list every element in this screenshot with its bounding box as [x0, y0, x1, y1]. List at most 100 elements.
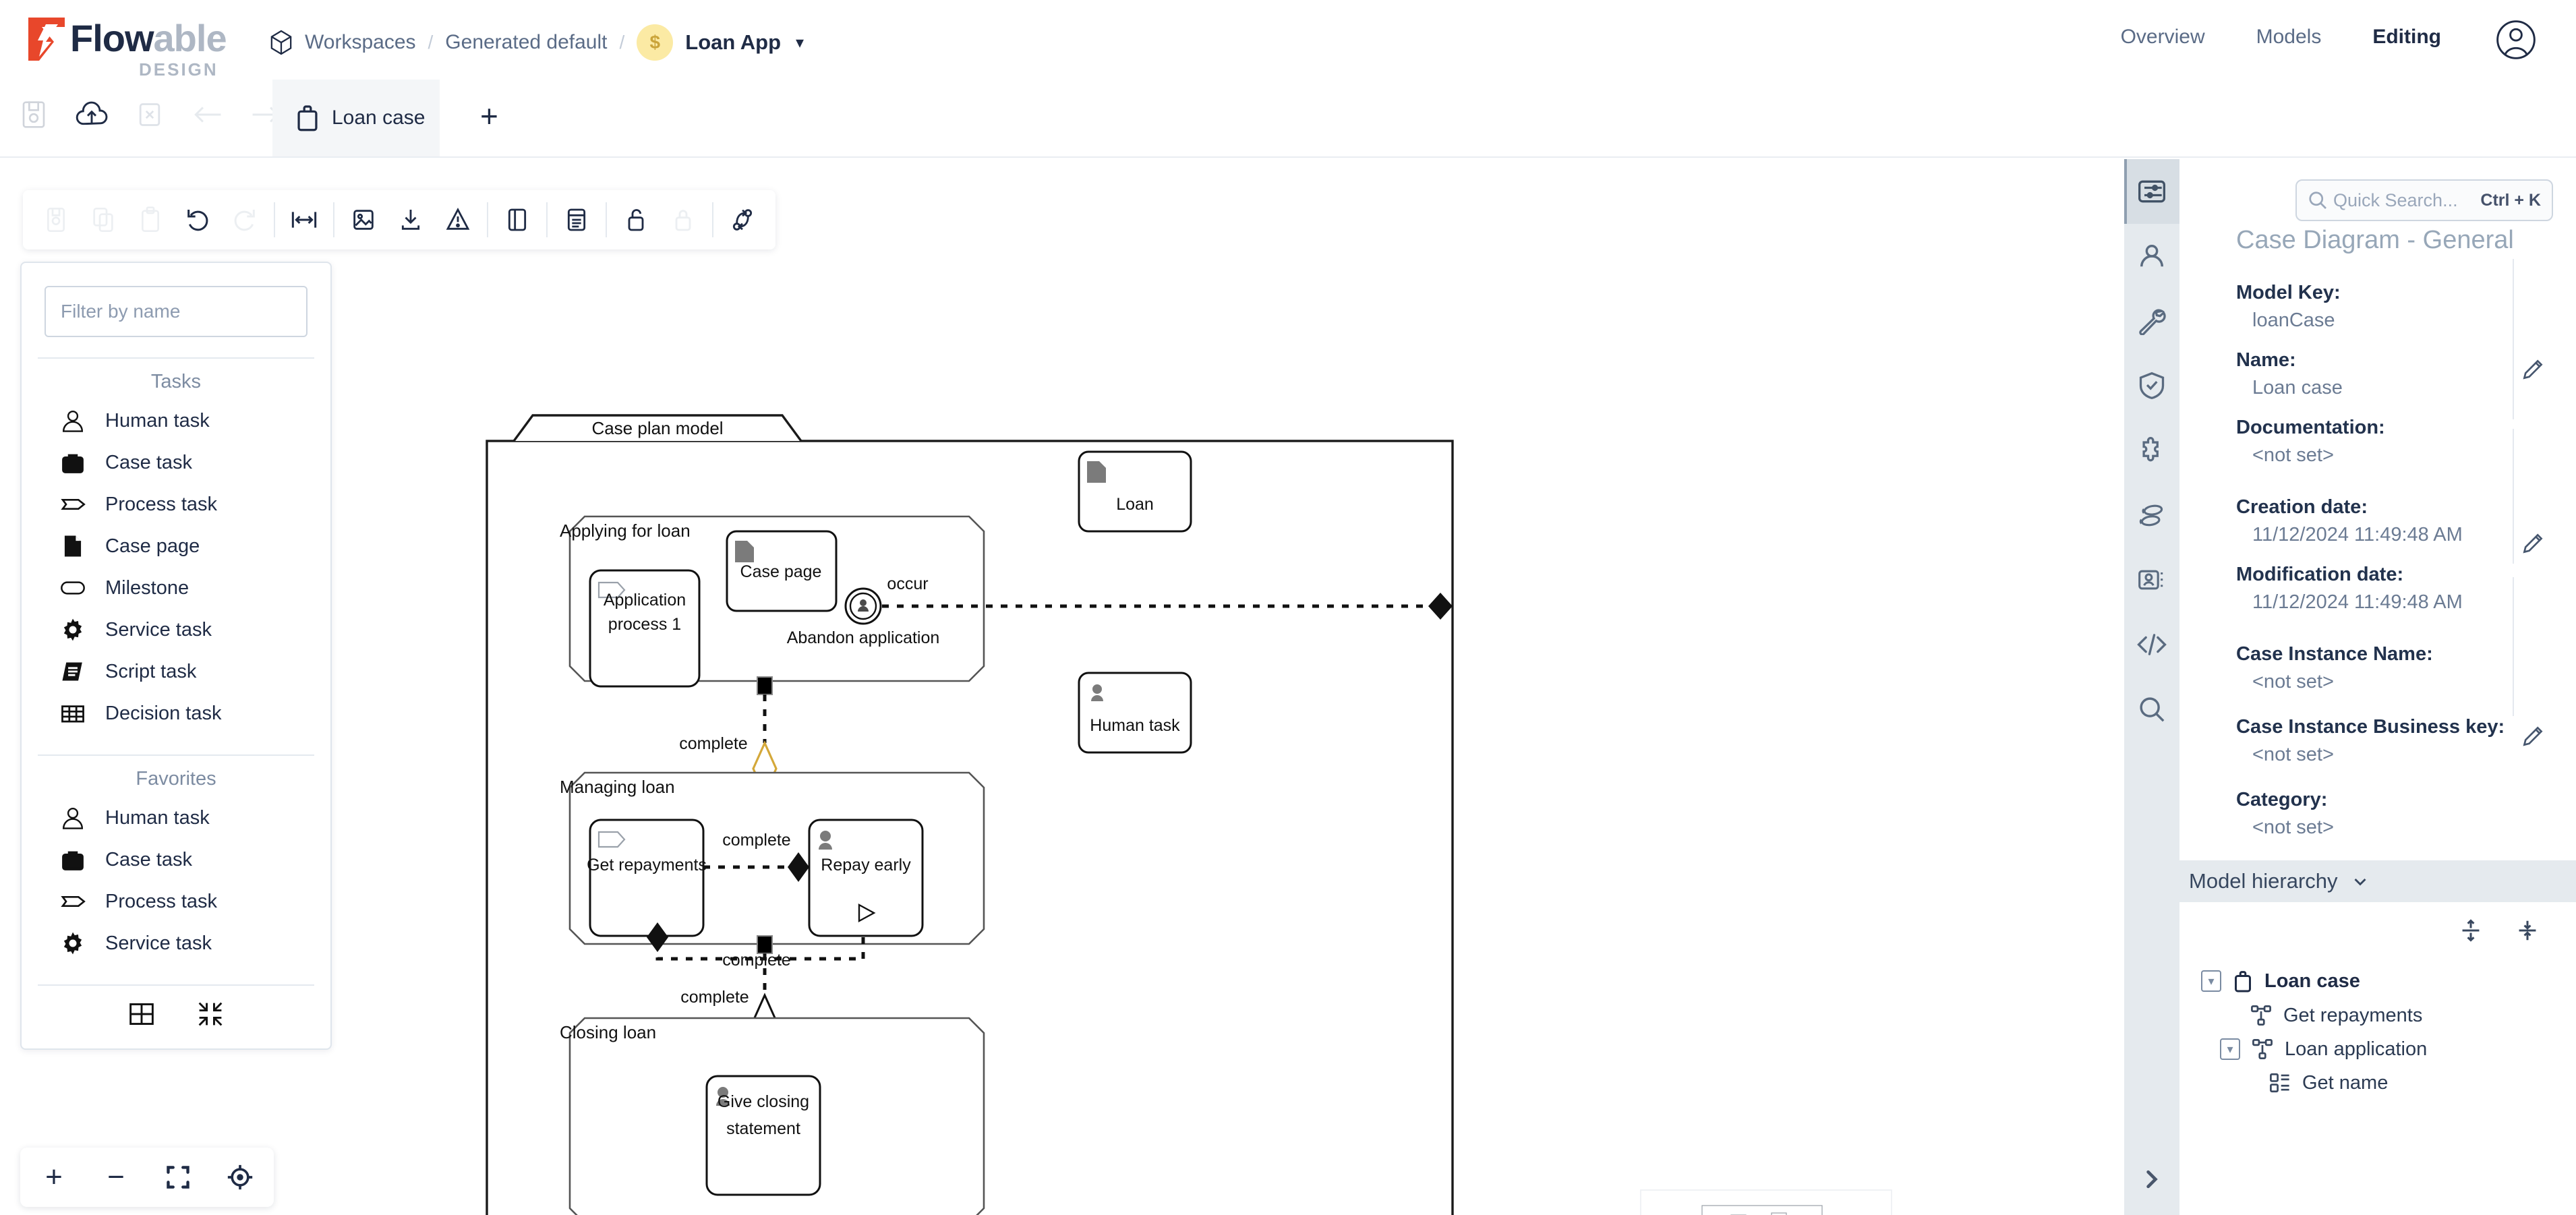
svg-text:Case page: Case page — [740, 562, 822, 581]
unlock-icon[interactable] — [612, 199, 660, 241]
rail-steps-properties[interactable] — [2124, 483, 2179, 547]
properties-panel: Search for a property Case Diagram - Gen… — [2179, 159, 2576, 1215]
rail-source-code[interactable] — [2124, 612, 2179, 677]
property-label: Model Key: — [2236, 282, 2341, 303]
breadcrumb-workspaces[interactable]: Workspaces — [305, 31, 416, 53]
svg-text:Loan: Loan — [1116, 495, 1154, 514]
tree-node-loan-application[interactable]: ▾ Loan application — [2201, 1032, 2576, 1066]
palette-label: Case page — [105, 535, 200, 557]
validation-warning-icon[interactable] — [434, 199, 481, 241]
palette-item-milestone[interactable]: Milestone — [22, 567, 330, 609]
edit-pencil-icon[interactable] — [2521, 357, 2545, 382]
zoom-in-button[interactable]: + — [45, 1160, 63, 1193]
rail-search[interactable] — [2124, 677, 2179, 742]
properties-title: Case Diagram - General — [2236, 226, 2514, 254]
palette-item-case-task[interactable]: Case task — [22, 442, 330, 483]
zoom-out-button[interactable]: − — [107, 1160, 125, 1193]
rail-extensions-properties[interactable] — [2124, 418, 2179, 483]
property-row-modification-date: Modification date: 11/12/2024 11:49:48 A… — [2236, 533, 2576, 614]
favorite-item-case-task[interactable]: Case task — [22, 839, 330, 881]
model-hierarchy-header[interactable]: Model hierarchy — [2179, 860, 2576, 902]
image-export-icon[interactable] — [340, 199, 387, 241]
tree-node-get-name[interactable]: Get name — [2201, 1066, 2576, 1100]
form-node-icon — [2270, 1073, 2289, 1093]
palette-item-human-task[interactable]: Human task — [22, 400, 330, 442]
form-preview-icon[interactable] — [553, 199, 600, 241]
back-arrow-icon[interactable] — [189, 96, 227, 134]
download-icon[interactable] — [387, 199, 434, 241]
palette-item-script-task[interactable]: Script task — [22, 651, 330, 692]
service-task-icon — [58, 615, 88, 645]
flowable-mark-icon — [28, 18, 65, 61]
palette-item-decision-task[interactable]: Decision task — [22, 692, 330, 734]
rail-security-properties[interactable] — [2124, 353, 2179, 418]
tree-node-loan-case[interactable]: ▾ Loan case — [2201, 964, 2576, 999]
tab-bar: Loan case + Quick Search... Ctrl + K — [0, 80, 2576, 221]
paste-icon[interactable] — [127, 199, 174, 241]
toolbar-divider-3 — [487, 202, 488, 237]
svg-text:Repay early: Repay early — [821, 856, 911, 875]
quick-search-input[interactable]: Quick Search... Ctrl + K — [2295, 179, 2553, 221]
tree-node-label: Loan case — [2264, 970, 2360, 992]
user-avatar-button[interactable] — [2495, 19, 2537, 61]
palette-item-process-task[interactable]: Process task — [22, 483, 330, 525]
property-value: Loan case — [2252, 377, 2343, 398]
add-tab-button[interactable]: + — [480, 98, 498, 134]
tab-loan-case[interactable]: Loan case — [272, 80, 440, 156]
flowable-logo[interactable]: Flowable DESIGN — [26, 7, 228, 80]
svg-text:Give closing: Give closing — [718, 1092, 809, 1111]
expand-panel-chevron-icon[interactable] — [2124, 1156, 2179, 1203]
tree-toggle-icon[interactable]: ▾ — [2201, 970, 2221, 992]
breadcrumb-app-name[interactable]: Loan App — [685, 30, 782, 54]
favorite-item-human-task[interactable]: Human task — [22, 797, 330, 839]
collapse-all-icon[interactable] — [2517, 918, 2538, 946]
diagram-minimap[interactable] — [1640, 1189, 1892, 1215]
edit-pencil-icon[interactable] — [2521, 724, 2545, 748]
palette-item-service-task[interactable]: Service task — [22, 609, 330, 651]
panel-layout-icon[interactable] — [494, 199, 541, 241]
favorite-item-service-task[interactable]: Service task — [22, 922, 330, 964]
rail-identity-properties[interactable] — [2124, 547, 2179, 612]
favorite-item-process-task[interactable]: Process task — [22, 881, 330, 922]
edit-pencil-icon[interactable] — [2521, 531, 2545, 556]
copy-icon[interactable] — [80, 199, 127, 241]
diagram-canvas[interactable]: Case plan model Applying for loan Applic… — [0, 159, 2023, 1215]
rail-user-properties[interactable] — [2124, 224, 2179, 289]
save-disk-icon[interactable] — [15, 96, 53, 134]
migrate-swap-icon[interactable] — [719, 199, 766, 241]
save-model-icon[interactable] — [32, 199, 80, 241]
rail-tools-properties[interactable] — [2124, 289, 2179, 353]
undo-icon[interactable] — [174, 199, 221, 241]
center-target-button[interactable] — [221, 1158, 259, 1196]
palette-item-case-page[interactable]: Case page — [22, 525, 330, 567]
expand-all-icon[interactable] — [2460, 918, 2482, 946]
top-bar: Flowable DESIGN Workspaces / Generated d… — [0, 0, 2576, 80]
toolbar-divider-1 — [274, 202, 275, 237]
stage-applying-label: Applying for loan — [560, 521, 691, 541]
tree-node-label: Get repayments — [2283, 1004, 2423, 1026]
nav-overview[interactable]: Overview — [2120, 26, 2205, 48]
rail-general-properties[interactable] — [2124, 159, 2179, 224]
tree-node-get-repayments[interactable]: Get repayments — [2201, 999, 2576, 1032]
redo-icon[interactable] — [221, 199, 268, 241]
case-task-icon — [2235, 971, 2251, 992]
chevron-down-icon[interactable]: ▾ — [796, 33, 804, 52]
breadcrumb-sep-1: / — [428, 32, 434, 53]
palette-filter-input[interactable]: Filter by name — [45, 286, 308, 337]
tree-toggle-icon[interactable]: ▾ — [2220, 1038, 2240, 1060]
nav-models[interactable]: Models — [2256, 26, 2322, 48]
collapse-all-icon[interactable] — [197, 1001, 224, 1031]
publish-cloud-upload-icon[interactable] — [73, 96, 111, 134]
property-value: 11/12/2024 11:49:48 AM — [2252, 524, 2463, 545]
nav-editing[interactable]: Editing — [2372, 26, 2441, 48]
fit-width-icon[interactable] — [281, 199, 328, 241]
property-label: Documentation: — [2236, 417, 2385, 438]
service-task-icon — [58, 928, 88, 958]
fit-screen-button[interactable] — [159, 1158, 197, 1196]
close-tab-icon[interactable] — [131, 96, 169, 134]
svg-text:Application: Application — [604, 591, 686, 610]
palette-label: Decision task — [105, 702, 222, 724]
grid-view-icon[interactable] — [128, 1001, 155, 1031]
lock-icon[interactable] — [660, 199, 707, 241]
breadcrumb-generated-default[interactable]: Generated default — [445, 31, 608, 53]
